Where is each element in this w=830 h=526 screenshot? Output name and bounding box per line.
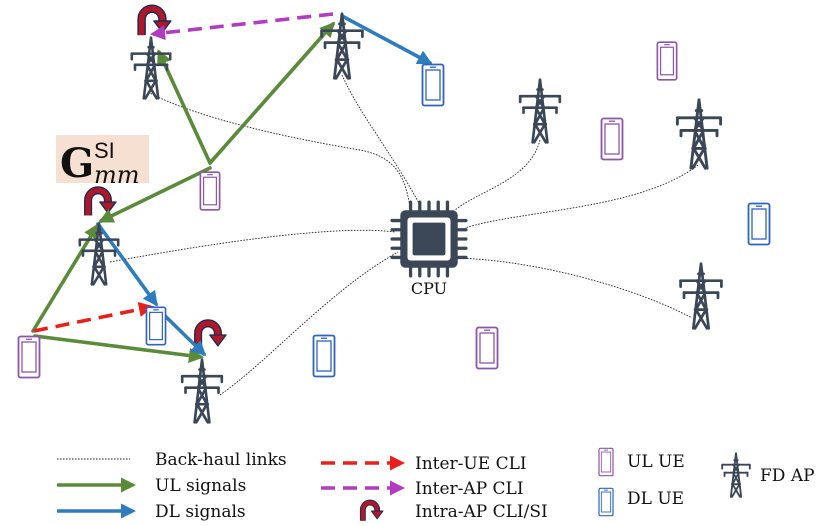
legend-intra-ap-label: Intra-AP CLI/SI <box>415 502 548 522</box>
backhaul-link <box>147 91 411 209</box>
backhaul-link <box>219 251 399 396</box>
ul-signal-arrow <box>33 334 205 363</box>
backhaul-link <box>341 74 421 206</box>
dl-ue-phone-icon <box>747 202 771 246</box>
legend-dl-ue-label: DL UE <box>627 489 684 509</box>
dl-ue-phone-icon <box>421 63 445 107</box>
ul-signals <box>31 21 336 363</box>
legend-ul-ue-phone-icon <box>598 447 614 477</box>
legend-transmission-tower-icon <box>721 452 751 498</box>
legend: Back-haul links UL signals DL signals In… <box>57 447 815 522</box>
transmission-tower-icon <box>675 98 723 170</box>
transmission-tower-icon <box>78 222 120 286</box>
cpu-label: CPU <box>411 279 447 298</box>
backhaul-links <box>109 74 699 396</box>
legend-inter-ap-label: Inter-AP CLI <box>415 479 524 499</box>
processor-chip-icon <box>390 200 468 278</box>
backhaul-link <box>454 257 693 319</box>
backhaul-link <box>454 139 541 211</box>
ul-signal-arrow <box>98 166 212 223</box>
legend-dl-label: DL signals <box>155 502 246 522</box>
ul-ue-phone-icon <box>17 335 41 379</box>
transmission-tower-icon <box>518 78 562 144</box>
ul-ue-phone-icon <box>656 41 678 81</box>
inter-ap-cli-arrow <box>149 12 334 41</box>
si-label-superscript: SI <box>94 138 115 163</box>
si-label-subscript: mm <box>94 161 140 189</box>
legend-dl-ue-phone-icon <box>598 487 614 517</box>
dl-ue-phone-icon <box>145 306 167 346</box>
transmission-tower-icon <box>180 358 224 424</box>
ul-ue-phone-icon <box>600 117 624 161</box>
legend-fd-ap-label: FD AP <box>760 466 815 486</box>
ul-signal-arrow <box>208 21 336 165</box>
backhaul-link <box>464 164 699 229</box>
dl-ue-phone-icon <box>312 334 336 378</box>
legend-backhaul-label: Back-haul links <box>155 450 287 470</box>
dl-signal-arrow <box>340 14 433 65</box>
u-turn-arrow-icon <box>88 190 116 215</box>
user-equipments <box>17 41 771 379</box>
ul-ue-phone-icon <box>199 171 221 211</box>
transmission-tower-icon <box>679 262 723 330</box>
legend-inter-ue-label: Inter-UE CLI <box>415 454 527 474</box>
u-turn-arrow-icon <box>198 323 226 348</box>
dl-signal-arrow <box>96 222 158 307</box>
si-label-background <box>56 135 149 183</box>
ul-signal-arrow <box>31 223 99 333</box>
legend-u-turn-arrow-icon <box>363 503 383 521</box>
si-label-symbol: G <box>60 140 94 187</box>
backhaul-link <box>109 229 396 263</box>
legend-ul-ue-label: UL UE <box>627 452 685 472</box>
si-channel-label: G SI mm <box>56 135 149 189</box>
legend-ul-label: UL signals <box>155 476 246 496</box>
inter-ue-cli-arrow <box>33 302 154 333</box>
ul-ue-phone-icon <box>475 326 499 370</box>
